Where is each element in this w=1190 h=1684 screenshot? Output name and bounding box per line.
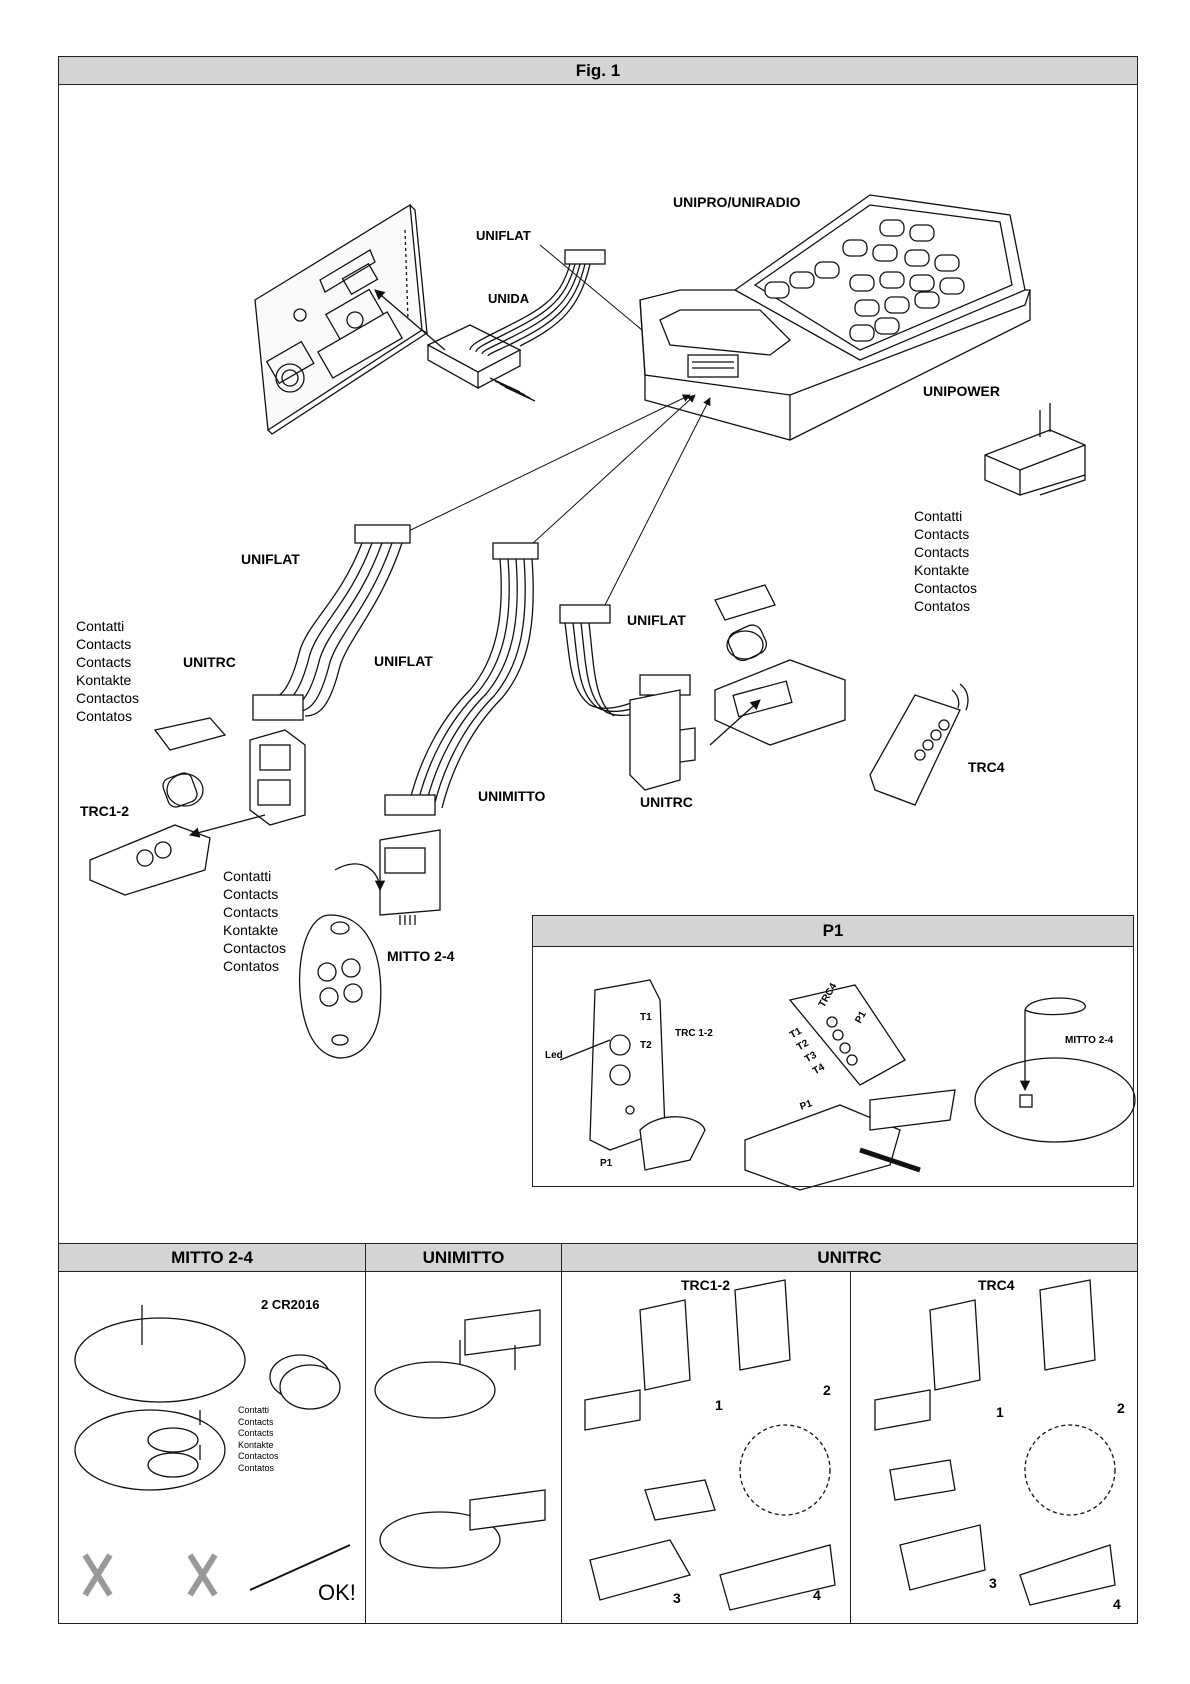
label-uniflat-left: UNIFLAT xyxy=(241,551,300,567)
p1-trc12-drawing xyxy=(559,979,706,1171)
bottom-unimitto-drawing xyxy=(374,1309,546,1569)
unitrc-trc12-subtitle: TRC1-2 xyxy=(681,1277,731,1293)
bottom-cell-unimitto xyxy=(365,1271,562,1624)
bottom-mitto-exploded-drawing xyxy=(74,1305,351,1597)
uniflat-left-cable xyxy=(252,524,411,721)
label-uniflat-mid: UNIFLAT xyxy=(374,653,433,669)
bottom-unitrc-trc12-drawing xyxy=(584,1279,836,1611)
unipower-drawing xyxy=(984,403,1086,496)
unida-drawing xyxy=(374,289,536,402)
uniflat-right-cable xyxy=(559,604,696,791)
contacts-list-right: Contatti Contacts Contacts Kontakte Cont… xyxy=(914,508,978,614)
unipro-drawing xyxy=(639,194,1031,441)
label-unida: UNIDA xyxy=(488,291,530,306)
p1-trc4-drawing xyxy=(744,984,956,1191)
p1-trc12-label: TRC 1-2 xyxy=(675,1028,713,1039)
step-number: 2 xyxy=(1117,1400,1125,1416)
p1-panel-title: P1 xyxy=(532,915,1134,947)
p1-t2: T2 xyxy=(640,1040,652,1051)
ok-label: OK! xyxy=(318,1580,356,1605)
bottom-header-unimitto: UNIMITTO xyxy=(365,1243,562,1272)
bottom-header-mitto: MITTO 2-4 xyxy=(58,1243,366,1272)
p1-mitto-label: MITTO 2-4 xyxy=(1065,1035,1114,1046)
label-mitto24: MITTO 2-4 xyxy=(387,948,455,964)
p1-t1: T1 xyxy=(640,1012,652,1023)
battery-label: 2 CR2016 xyxy=(261,1297,320,1312)
bottom-cell-unitrc-trc4 xyxy=(850,1271,1138,1624)
label-unimitto: UNIMITTO xyxy=(478,788,546,804)
p1-button-label: P1 xyxy=(600,1158,613,1169)
label-trc4: TRC4 xyxy=(968,759,1005,775)
contacts-list-mitto: Contatti Contacts Contacts Kontakte Cont… xyxy=(223,868,287,974)
bottom-cell-mitto xyxy=(58,1271,366,1624)
label-unitrc-left: UNITRC xyxy=(183,654,236,670)
label-trc12: TRC1-2 xyxy=(80,803,130,819)
contacts-list-left: Contatti Contacts Contacts Kontakte Cont… xyxy=(76,618,140,724)
p1-led: Led xyxy=(545,1050,563,1061)
step-number: 4 xyxy=(1113,1596,1121,1612)
unitrc-left-drawing xyxy=(249,729,306,826)
unitrc-trc4-subtitle: TRC4 xyxy=(978,1277,1015,1293)
step-number: 1 xyxy=(996,1404,1004,1420)
label-unipro: UNIPRO/UNIRADIO xyxy=(673,194,801,210)
trc4-cradle-drawing xyxy=(709,584,846,746)
p1-mitto-drawing xyxy=(974,997,1136,1143)
uniflat-mid-cable xyxy=(384,542,539,816)
step-number: 3 xyxy=(673,1590,681,1606)
trc4-drawing xyxy=(869,683,969,806)
label-uniflat-top: UNIFLAT xyxy=(476,228,531,243)
control-board-drawing xyxy=(254,203,428,435)
label-uniflat-right: UNIFLAT xyxy=(627,612,686,628)
bottom-cell-unitrc-trc12 xyxy=(561,1271,851,1624)
step-number: 2 xyxy=(823,1382,831,1398)
mitto-drawing xyxy=(299,914,382,1059)
contacts-list-bottom: Contatti Contacts Contacts Kontakte Cont… xyxy=(238,1405,279,1473)
label-unipower: UNIPOWER xyxy=(923,383,1000,399)
step-number: 1 xyxy=(715,1397,723,1413)
label-unitrc-right: UNITRC xyxy=(640,794,693,810)
step-number: 4 xyxy=(813,1587,821,1603)
figure-title: Fig. 1 xyxy=(58,56,1138,85)
bottom-unitrc-trc4-drawing xyxy=(874,1279,1116,1606)
p1-panel xyxy=(532,915,1134,1187)
trc12-drawing xyxy=(89,717,266,896)
bottom-header-unitrc: UNITRC xyxy=(561,1243,1138,1272)
step-number: 3 xyxy=(989,1575,997,1591)
unimitto-drawing xyxy=(334,829,441,925)
